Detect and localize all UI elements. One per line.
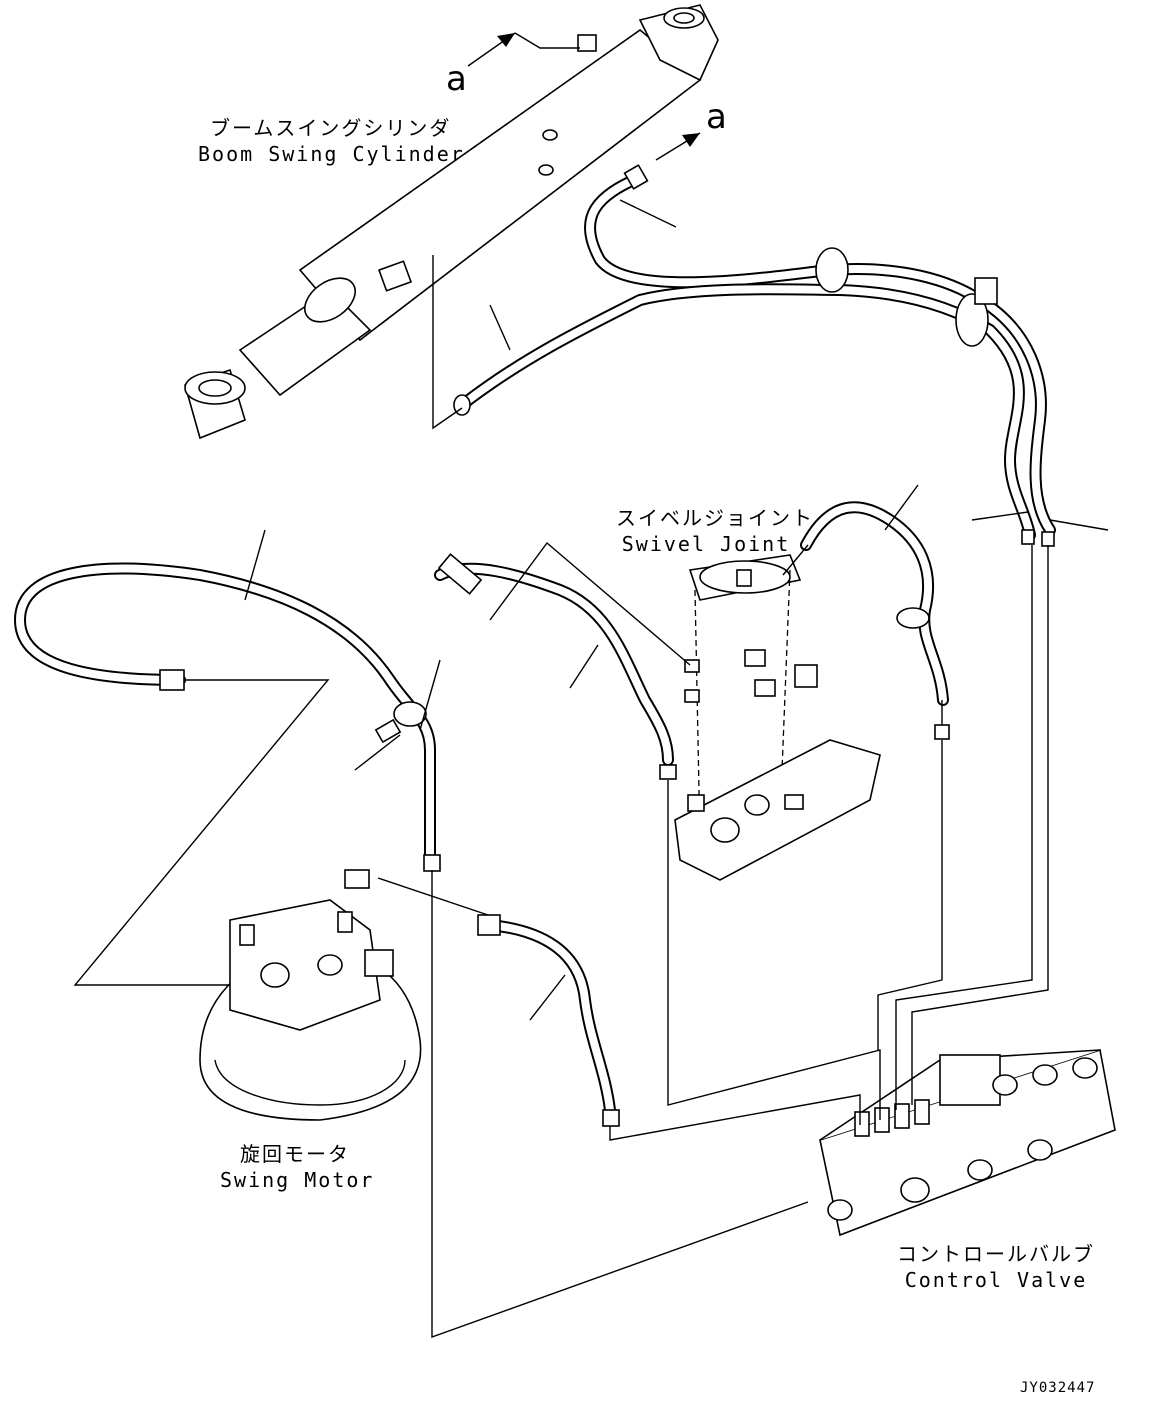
hose-fitting (623, 164, 649, 190)
control-valve (819, 1048, 1116, 1237)
pilot-lines (431, 545, 1049, 1338)
swing-motor-label-en: Swing Motor (220, 1168, 375, 1192)
swing-motor-label-jp: 旋回モータ (240, 1142, 350, 1166)
hose-fitting (602, 1109, 620, 1127)
arrow-a-left (467, 32, 580, 67)
hose-swivel-right (800, 501, 949, 706)
hose-cylinder-lower (456, 283, 1036, 541)
hose-clamp (393, 701, 427, 727)
clamp-bracket (974, 277, 998, 305)
arrow-label-a-left: a (446, 59, 467, 99)
elbow-fitting (344, 869, 370, 889)
hose-swing-motor-short (484, 919, 616, 1116)
arrow-a-right (655, 132, 701, 161)
hose-fitting (437, 553, 483, 595)
hose-fitting (1021, 529, 1035, 545)
boom-swing-cylinder-label-en: Boom Swing Cylinder (198, 142, 465, 166)
hose-clamp (896, 607, 930, 629)
hose-clamp (815, 247, 849, 293)
clamp-bolt (374, 718, 402, 744)
swivel-joint-label-jp: スイベルジョイント (616, 506, 814, 530)
drawing-code: JY032447 (1020, 1380, 1096, 1396)
hose-fitting (934, 724, 950, 740)
hose-fitting (1041, 531, 1055, 547)
swivel-joint-label-en: Swivel Joint (621, 532, 791, 556)
control-valve-label-en: Control Valve (904, 1268, 1088, 1292)
hose-swivel-left (434, 562, 674, 766)
arrow-label-a-right: a (706, 97, 727, 137)
hose-fitting (423, 854, 441, 872)
boom-swing-cylinder-label-jp: ブームスイングシリンダ (210, 116, 452, 140)
hose-fitting (477, 914, 501, 936)
control-valve-label-jp: コントロールバルブ (897, 1242, 1095, 1266)
swing-motor (199, 899, 422, 1121)
hose-cylinder-upper (584, 172, 1056, 536)
boom-swing-cylinder (184, 4, 719, 440)
hose-fitting (659, 764, 677, 780)
hose-fitting (159, 669, 185, 691)
hose-clamp-bracket (955, 293, 989, 347)
hose-swing-motor-long (14, 562, 436, 866)
swivel-joint (674, 554, 881, 881)
